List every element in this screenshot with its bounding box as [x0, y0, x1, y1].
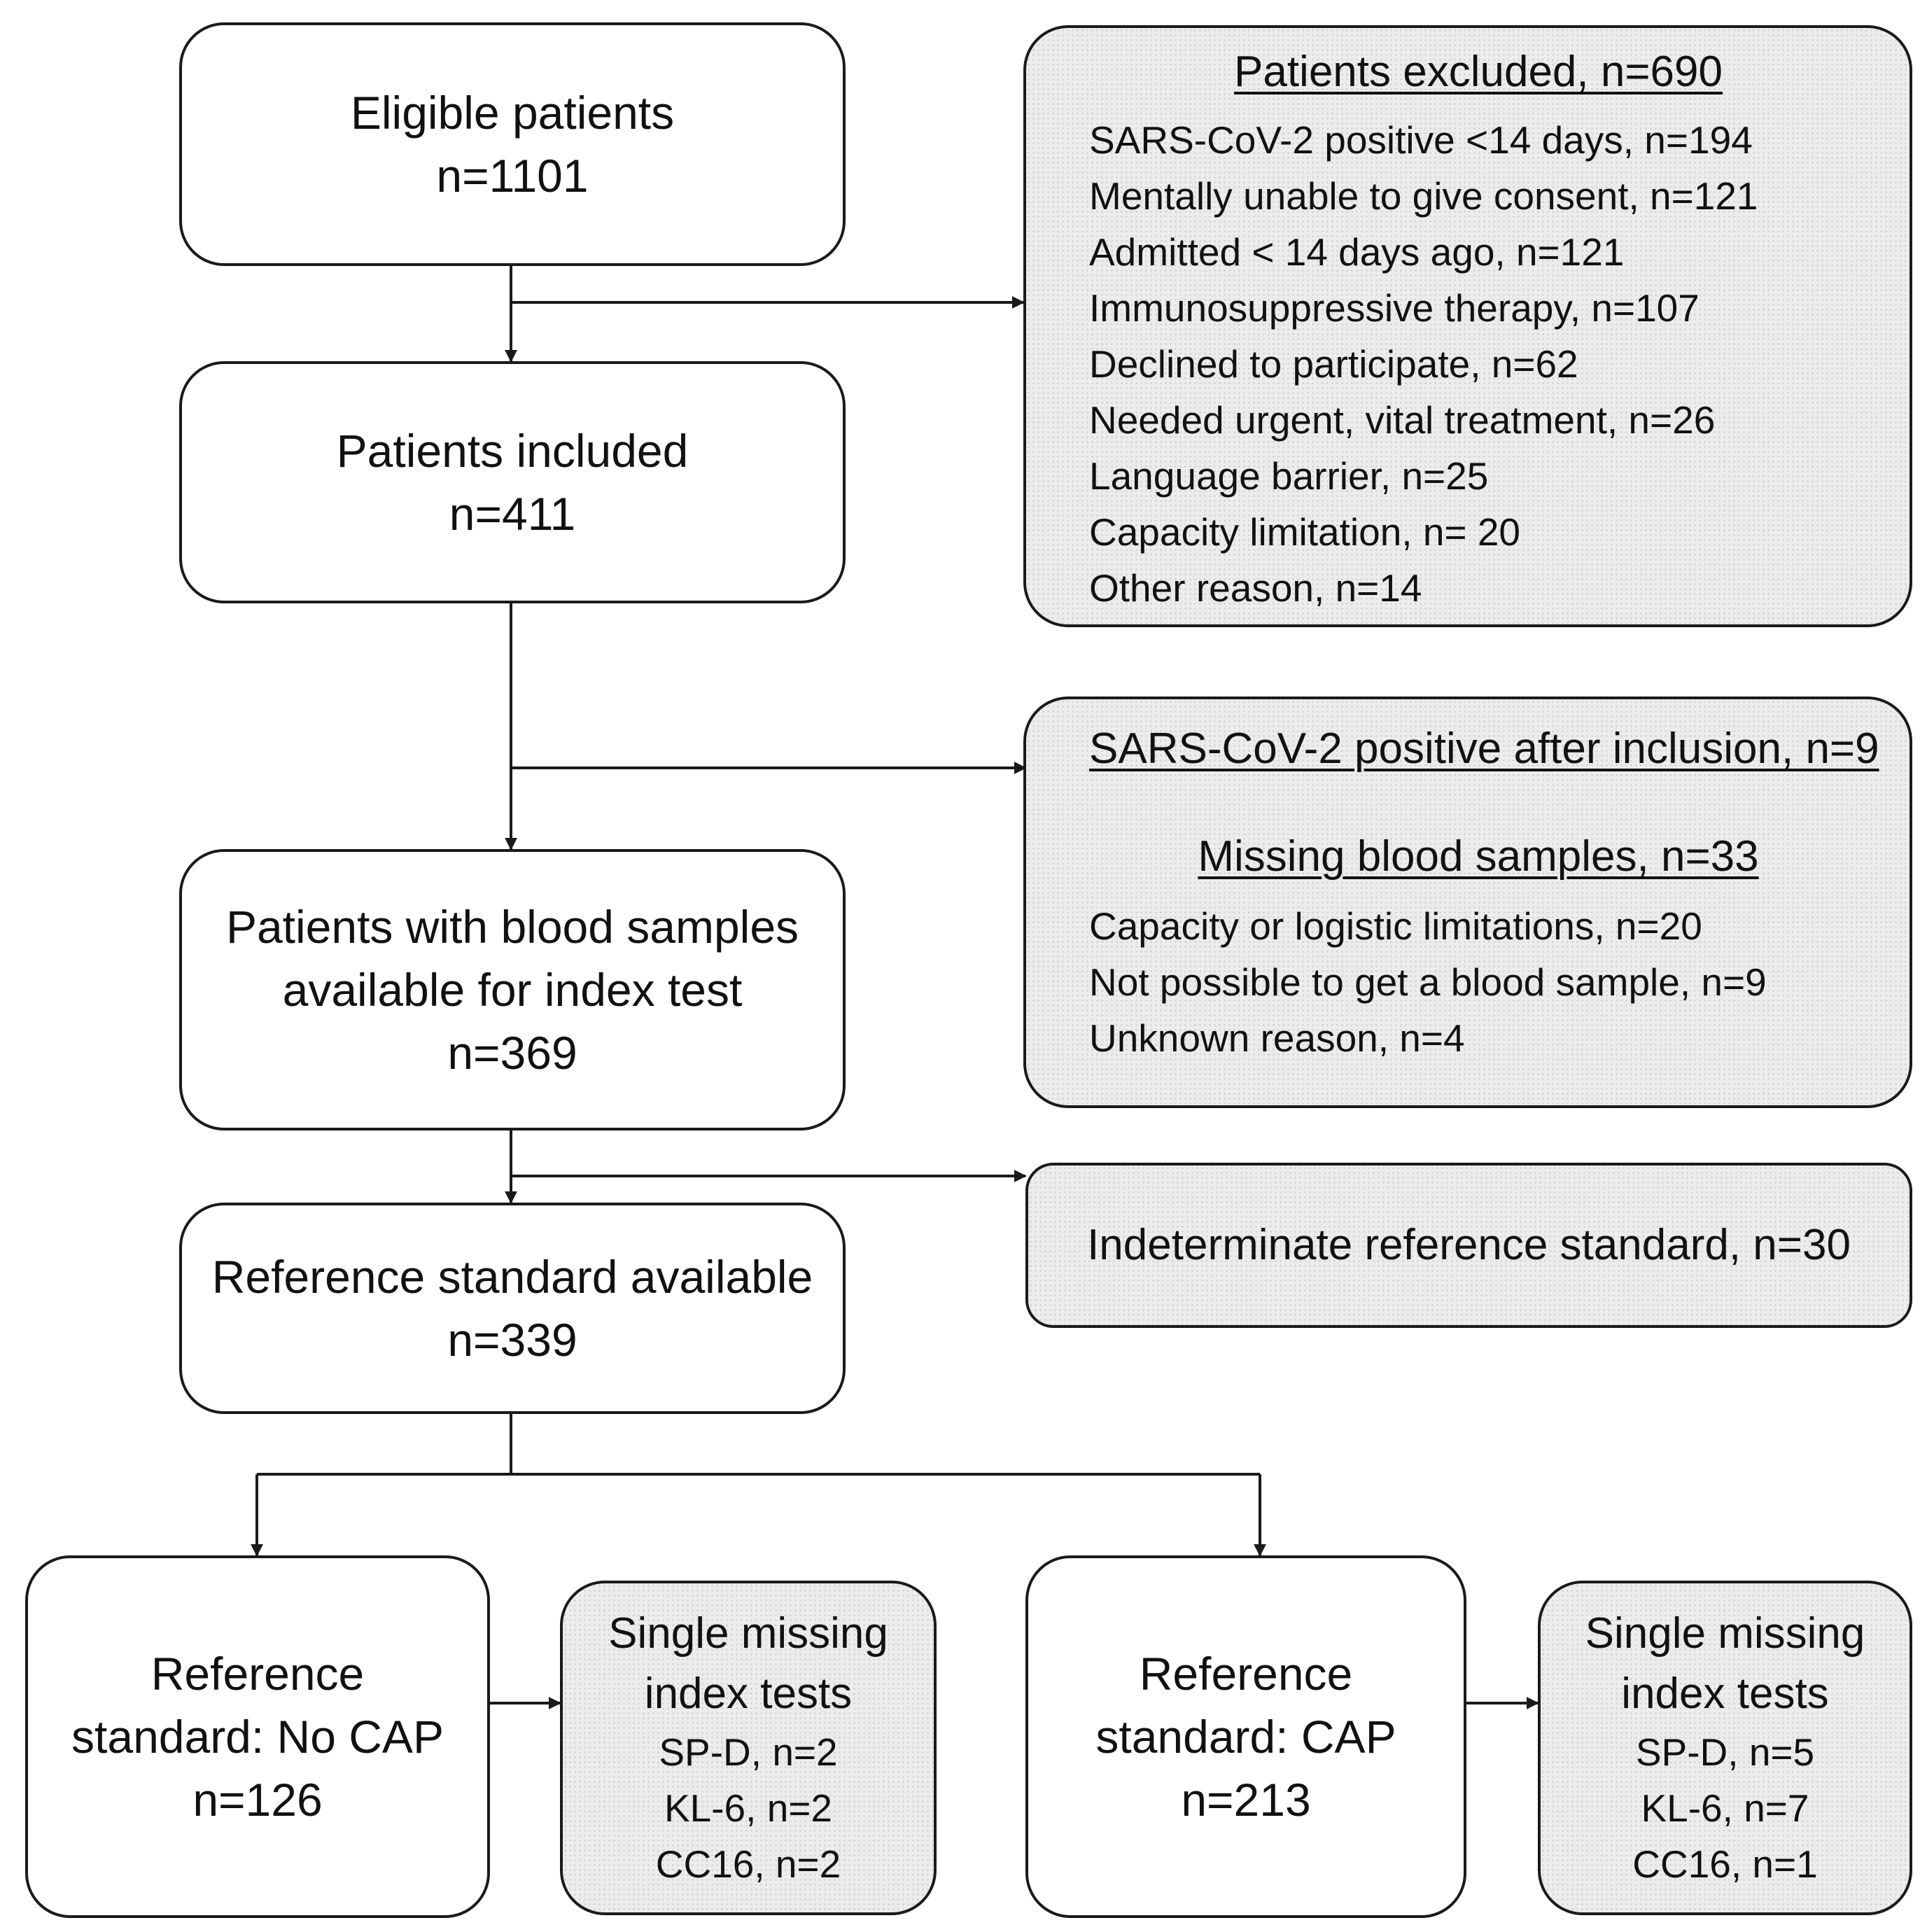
missing-blood-reason-item: Not possible to get a blood sample, n=9 [1089, 960, 1767, 1004]
reference-standard-box: Reference standard available n=339 [179, 1203, 846, 1414]
cap-line2: standard: CAP [1095, 1711, 1396, 1763]
cap-count: n=213 [1181, 1774, 1311, 1826]
missing-index-no-cap-title1: Single missing [608, 1609, 888, 1658]
no-cap-count: n=126 [192, 1774, 323, 1826]
blood-samples-line1: Patients with blood samples [225, 901, 799, 953]
missing-blood-reason-item: Unknown reason, n=4 [1089, 1016, 1465, 1060]
excluded-reason-item: Declined to participate, n=62 [1089, 342, 1578, 386]
after-inclusion-box: SARS-CoV-2 positive after inclusion, n=9… [1023, 696, 1912, 1108]
no-cap-box: Reference standard: No CAP n=126 [25, 1555, 490, 1918]
excluded-reason-item: Needed urgent, vital treatment, n=26 [1089, 398, 1716, 442]
missing-index-no-cap-item: SP-D, n=2 [659, 1730, 838, 1774]
missing-index-no-cap-title2: index tests [644, 1670, 853, 1718]
missing-index-cap-item: CC16, n=1 [1632, 1842, 1818, 1886]
indeterminate-box: Indeterminate reference standard, n=30 [1025, 1163, 1912, 1328]
blood-samples-count: n=369 [447, 1027, 577, 1079]
excluded-reason-item: Language barrier, n=25 [1089, 454, 1489, 498]
missing-blood-samples-title: Missing blood samples, n=33 [1198, 832, 1759, 881]
eligible-patients-count: n=1101 [436, 150, 589, 202]
patients-included-box: Patients included n=411 [179, 361, 846, 603]
missing-index-cap-title2: index tests [1621, 1670, 1829, 1718]
eligible-patients-box: Eligible patients n=1101 [179, 22, 846, 266]
patients-included-label: Patients included [336, 425, 689, 477]
eligible-patients-label: Eligible patients [350, 87, 675, 139]
no-cap-line2: standard: No CAP [71, 1711, 444, 1763]
no-cap-line1: Reference [150, 1648, 365, 1700]
missing-index-cap-box: Single missing index tests SP-D, n=5 KL-… [1538, 1581, 1912, 1915]
missing-index-no-cap-item: KL-6, n=2 [664, 1786, 833, 1830]
cap-line1: Reference [1139, 1648, 1353, 1700]
patients-excluded-title: Patients excluded, n=690 [1233, 48, 1723, 96]
excluded-reason-item: SARS-CoV-2 positive <14 days, n=194 [1089, 118, 1753, 162]
missing-blood-reason-item: Capacity or logistic limitations, n=20 [1089, 904, 1702, 948]
patients-excluded-box: Patients excluded, n=690 SARS-CoV-2 posi… [1023, 25, 1912, 627]
blood-samples-box: Patients with blood samples available fo… [179, 849, 846, 1130]
blood-samples-line2: available for index test [282, 964, 743, 1016]
missing-index-cap-title1: Single missing [1585, 1609, 1865, 1658]
missing-index-no-cap-box: Single missing index tests SP-D, n=2 KL-… [560, 1581, 937, 1915]
missing-index-cap-item: SP-D, n=5 [1635, 1730, 1815, 1774]
sars-after-inclusion-title: SARS-CoV-2 positive after inclusion, n=9 [1089, 724, 1879, 773]
excluded-reason-item: Capacity limitation, n= 20 [1089, 510, 1521, 554]
patients-included-count: n=411 [449, 488, 576, 540]
excluded-reason-item: Mentally unable to give consent, n=121 [1089, 174, 1758, 218]
missing-index-cap-item: KL-6, n=7 [1641, 1786, 1809, 1830]
missing-index-no-cap-item: CC16, n=2 [655, 1842, 841, 1886]
reference-standard-count: n=339 [447, 1314, 577, 1366]
reference-standard-label: Reference standard available [211, 1251, 813, 1303]
excluded-reason-item: Immunosuppressive therapy, n=107 [1089, 286, 1700, 330]
indeterminate-label: Indeterminate reference standard, n=30 [1087, 1221, 1851, 1269]
excluded-reason-item: Admitted < 14 days ago, n=121 [1089, 230, 1625, 274]
cap-box: Reference standard: CAP n=213 [1025, 1555, 1466, 1918]
excluded-reason-item: Other reason, n=14 [1089, 566, 1422, 610]
